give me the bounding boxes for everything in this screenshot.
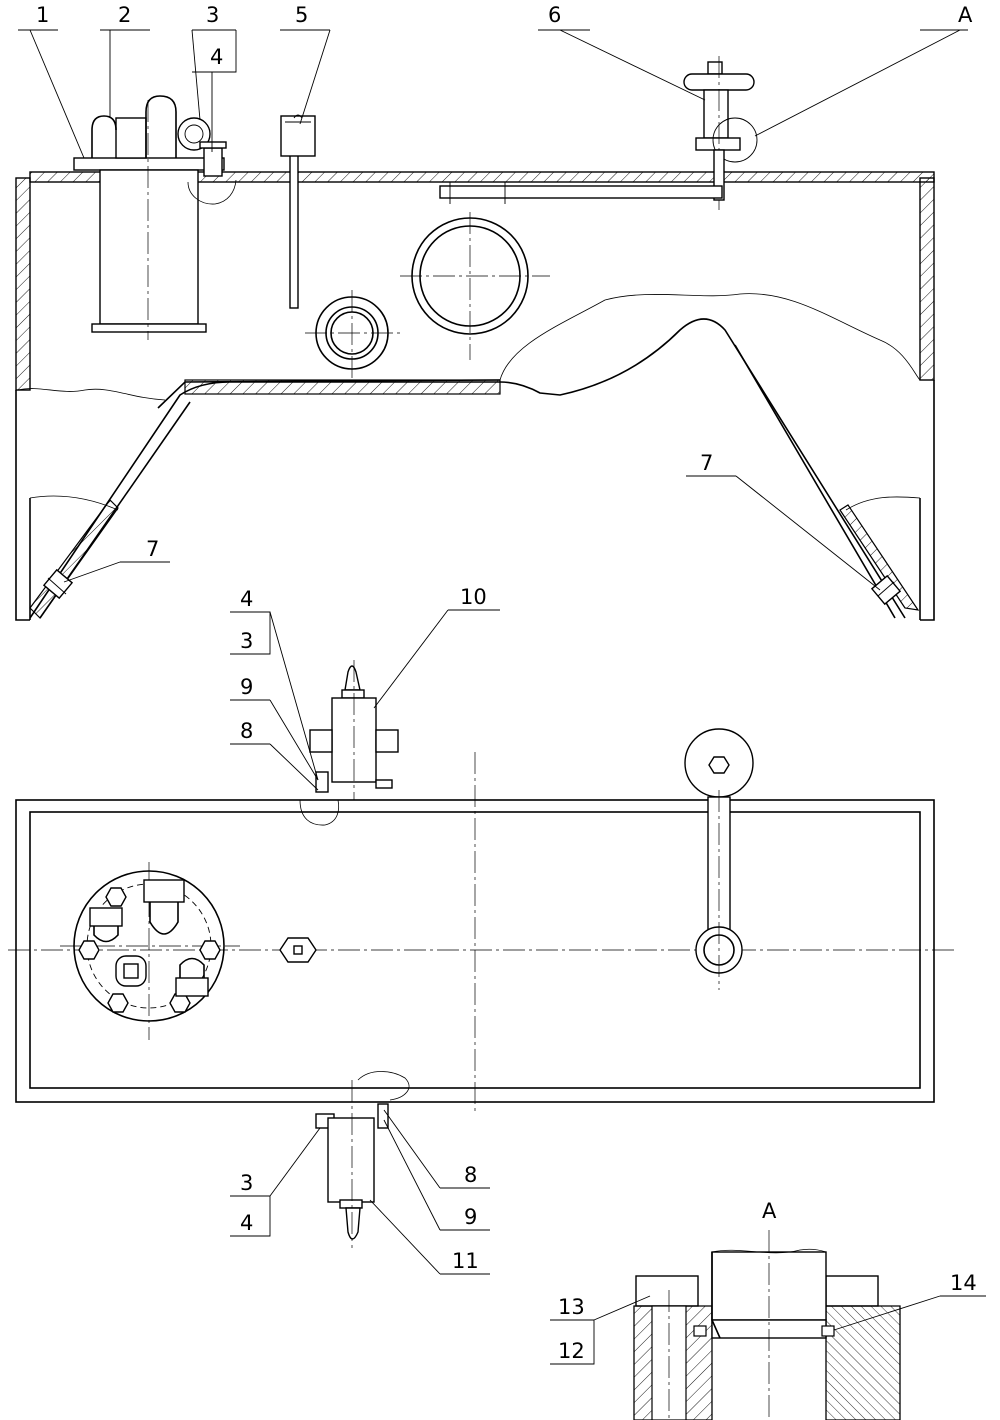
front-view	[15, 56, 935, 621]
lever	[684, 728, 754, 990]
label-7-right: 7	[700, 451, 713, 475]
label-10: 10	[460, 585, 487, 609]
label-4-top: 4	[240, 587, 253, 611]
label-4-bottom: 4	[240, 1211, 253, 1235]
label-4: 4	[210, 45, 223, 69]
label-3-top: 3	[240, 629, 253, 653]
filter-assembly	[73, 95, 237, 340]
label-3-bottom: 3	[240, 1171, 253, 1195]
label-9-bottom: 9	[464, 1205, 477, 1229]
label-3: 3	[206, 3, 219, 27]
label-1: 1	[36, 3, 49, 27]
detail-A	[633, 1230, 901, 1420]
leaders	[18, 29, 986, 1365]
drain-plug-left	[42, 568, 74, 600]
label-9-top: 9	[240, 675, 253, 699]
label-7-left: 7	[146, 537, 159, 561]
label-12: 12	[558, 1339, 585, 1363]
valve-top	[299, 660, 399, 826]
label-A: A	[958, 3, 973, 27]
filter-flange	[60, 862, 240, 1040]
label-13: 13	[558, 1295, 585, 1319]
top-view	[8, 660, 958, 1248]
breather	[683, 56, 758, 210]
label-14: 14	[950, 1271, 977, 1295]
label-2: 2	[118, 3, 131, 27]
drain-plug-right	[870, 574, 902, 606]
valve-bottom	[315, 1071, 410, 1248]
detail-A-title: A	[762, 1199, 777, 1223]
label-11: 11	[452, 1249, 479, 1273]
label-5: 5	[295, 3, 308, 27]
labels: 1 2 3 4 5 6 A 7 7 4 3 9 8 10 3 4 8 9 11 …	[36, 3, 977, 1363]
label-8-top: 8	[240, 719, 253, 743]
label-8-bottom: 8	[464, 1163, 477, 1187]
dipstick	[280, 114, 316, 309]
label-6: 6	[548, 3, 561, 27]
